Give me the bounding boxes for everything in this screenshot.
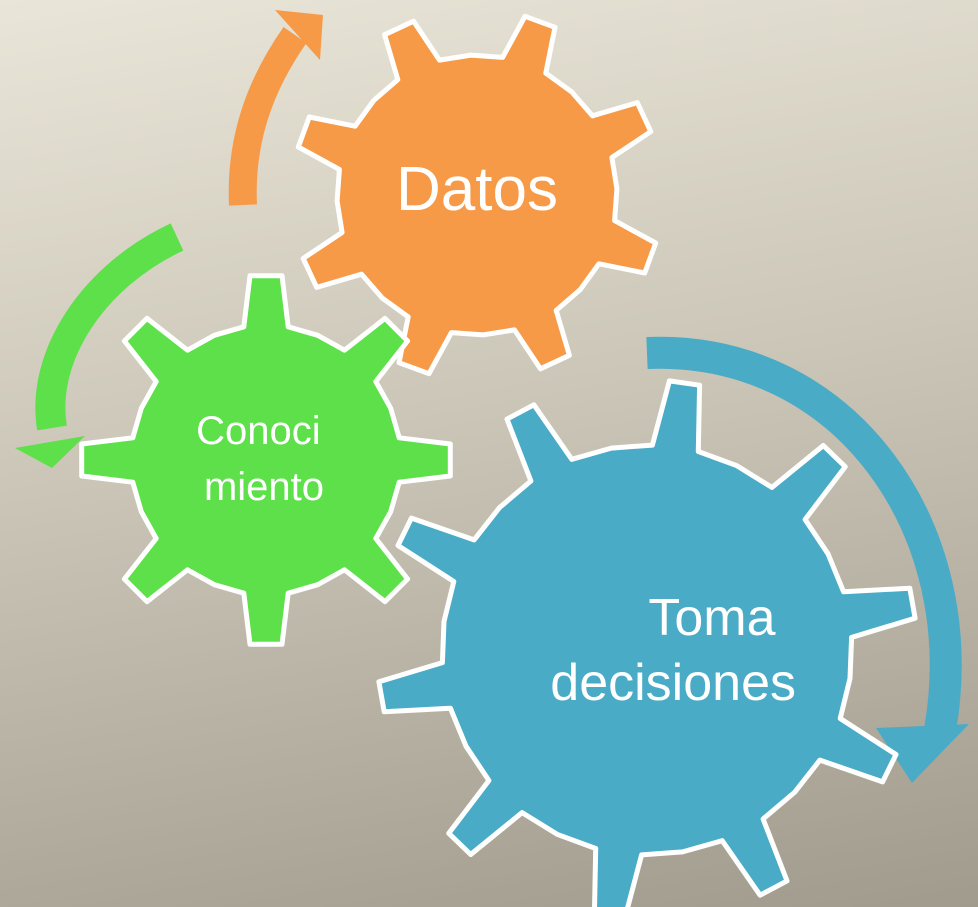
- gear-icon: [79, 273, 453, 647]
- gear-label-line-2: miento: [204, 465, 324, 509]
- gear-label-line-2: decisiones: [550, 654, 796, 712]
- svg-text:Toma decisiones: Toma decisiones: [550, 589, 796, 712]
- green-curved-arrow: [15, 223, 184, 468]
- gear-conocimiento: Conoci miento: [79, 273, 453, 647]
- svg-text:Datos: Datos: [396, 155, 558, 224]
- gear-label: Datos: [396, 155, 558, 224]
- blue-curved-arrow: [646, 336, 969, 783]
- svg-text:Conoci miento: Conoci miento: [196, 409, 332, 509]
- gear-toma-decisiones: Toma decisiones: [376, 378, 918, 907]
- gear-icon: [376, 378, 918, 907]
- gear-label-line-1: Toma: [648, 589, 775, 647]
- gear-icon: [295, 13, 659, 377]
- gear-label-line-1: Conoci: [196, 409, 321, 453]
- orange-curved-arrow: [228, 10, 323, 206]
- gear-datos: Datos: [295, 13, 659, 377]
